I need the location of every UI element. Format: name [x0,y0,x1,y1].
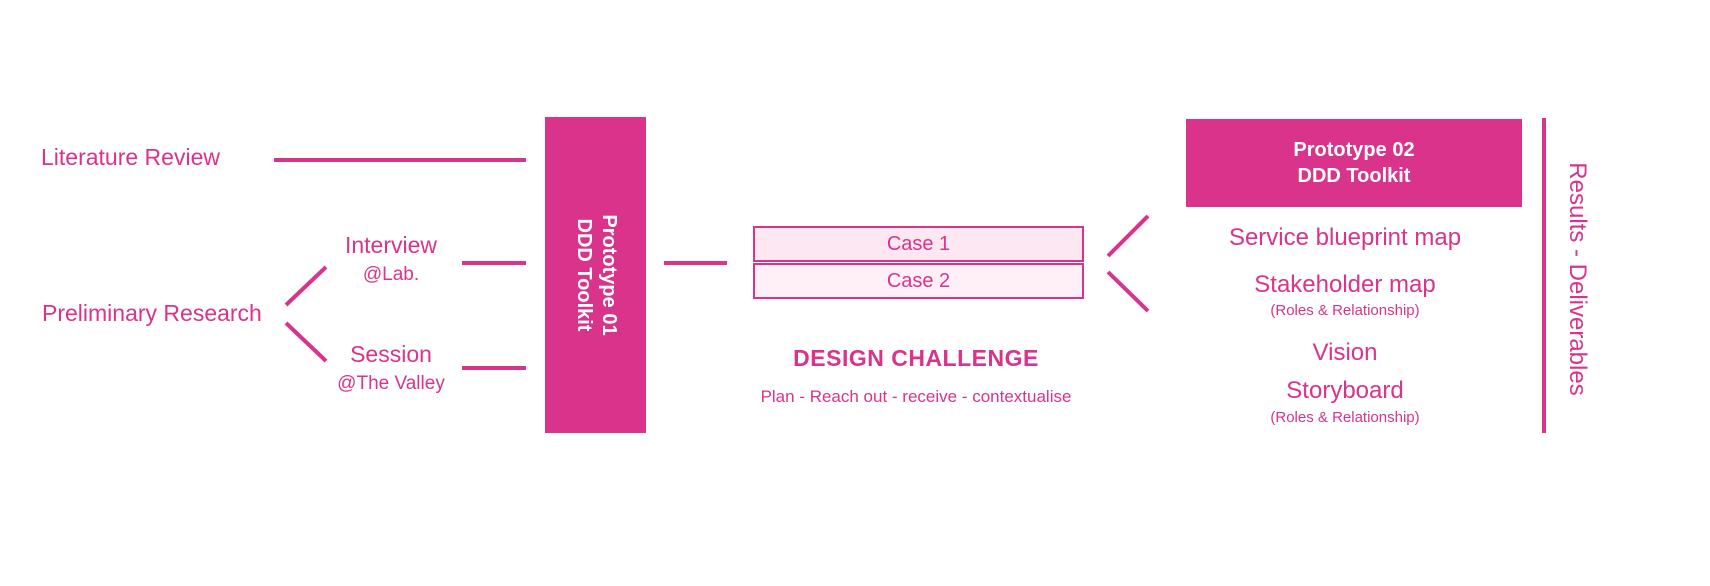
research-to-session-connector [284,321,328,363]
interview-label: Interview [344,232,438,258]
storyboard-label: Storyboard [1286,377,1404,404]
prototype-02-subtitle: DDD Toolkit [1297,165,1411,187]
session-place-label: @The Valley [337,373,445,394]
case-2-box: Case 2 [753,263,1084,299]
session-label: Session [350,341,432,367]
stakeholder-map-label: Stakeholder map [1254,271,1436,298]
prototype-02-block: Prototype 02 DDD Toolkit [1186,119,1522,207]
prototype-02-title: Prototype 02 [1293,139,1415,161]
cases-to-stakeholder-connector [1106,270,1150,313]
service-blueprint-label: Service blueprint map [1228,224,1462,251]
prototype-01-block: Prototype 01 DDD Toolkit [545,117,646,433]
prototype-01-subtitle: DDD Toolkit [572,218,595,332]
preliminary-research-label: Preliminary Research [42,300,262,326]
cases-to-blueprint-connector [1106,214,1150,258]
storyboard-note: (Roles & Relationship) [1270,409,1420,426]
prototype-01-title: Prototype 01 [597,214,620,336]
vision-label: Vision [1312,339,1378,366]
literature-review-label: Literature Review [41,144,220,170]
case-1-box: Case 1 [753,226,1084,262]
research-to-interview-connector [284,265,328,307]
results-divider [1542,118,1546,433]
prototype-01-label: Prototype 01 DDD Toolkit [571,214,621,335]
stakeholder-map-note: (Roles & Relationship) [1270,302,1420,319]
interview-place-label: @Lab. [362,264,420,285]
design-challenge-title: DESIGN CHALLENGE [793,345,1039,371]
design-challenge-steps: Plan - Reach out - receive - contextuali… [760,387,1072,406]
results-deliverables-label: Results - Deliverables [1564,162,1591,396]
